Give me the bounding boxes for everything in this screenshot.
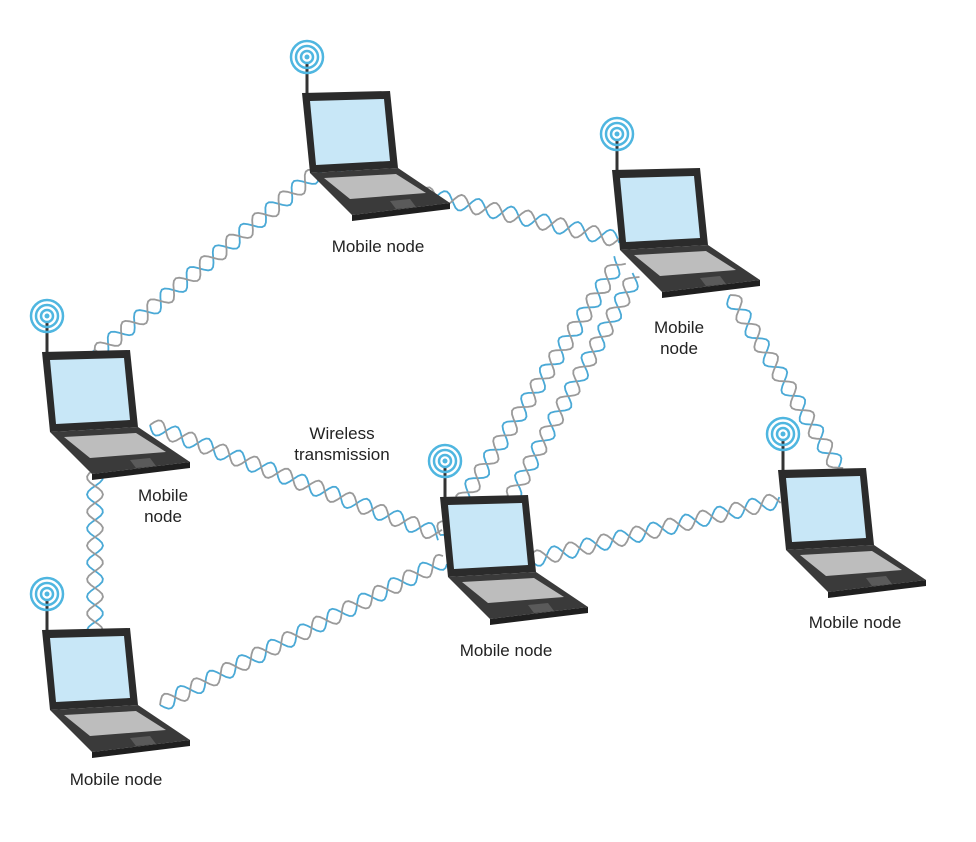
wireless-link-7-strand-gray <box>529 493 782 563</box>
node-label-left: Mobile node <box>123 485 203 527</box>
wireless-link-3-strand-gray <box>149 419 443 540</box>
links-layer <box>86 163 844 710</box>
laptop-keyboard <box>64 433 166 458</box>
wireless-link-7-strand-blue <box>529 496 781 567</box>
laptop-left <box>29 298 190 480</box>
laptop-touchpad <box>390 199 416 209</box>
wifi-signal-icon <box>427 443 463 499</box>
laptop-bottom-left <box>29 576 190 758</box>
wireless-link-4 <box>436 255 626 536</box>
wireless-link-8-strand-gray <box>729 294 844 469</box>
wifi-signal-icon <box>29 298 65 354</box>
wireless-link-1 <box>93 167 323 358</box>
laptop-screen <box>50 636 130 702</box>
node-label-right-upper: Mobile node <box>639 317 719 359</box>
wifi-signal-icon <box>289 39 325 95</box>
node-label-right-upper-text: Mobile node <box>653 318 705 358</box>
wireless-link-1-strand-gray <box>93 169 323 356</box>
laptop-keyboard <box>800 551 902 576</box>
wireless-link-5-strand-gray <box>159 553 444 706</box>
wireless-link-3 <box>149 419 443 541</box>
wireless-link-6 <box>505 272 640 501</box>
laptop-touchpad <box>866 576 892 586</box>
wireless-link-5-strand-blue <box>159 561 448 710</box>
laptop-keyboard <box>462 578 564 603</box>
wireless-link-5 <box>159 553 448 710</box>
node-label-top: Mobile node <box>331 237 425 256</box>
wireless-link-6-strand-gray <box>505 276 640 501</box>
laptop-screen <box>786 476 866 542</box>
laptop-touchpad <box>528 603 554 613</box>
node-label-right-lower: Mobile node <box>808 613 902 632</box>
node-label-center: Mobile node <box>459 641 553 660</box>
laptop-screen <box>448 503 528 569</box>
wifi-signal-icon <box>765 416 801 472</box>
wireless-link-6-strand-blue <box>509 272 639 501</box>
wifi-signal-icon <box>599 116 635 172</box>
laptop-right-upper <box>599 116 760 298</box>
wireless-link-4-strand-gray <box>436 262 626 536</box>
wifi-signal-icon <box>29 576 65 632</box>
laptop-keyboard <box>634 251 736 276</box>
wireless-link-3-strand-blue <box>149 424 439 541</box>
laptop-top <box>289 39 450 221</box>
laptop-screen <box>310 99 390 165</box>
laptop-touchpad <box>700 276 726 286</box>
node-label-bottom-left: Mobile node <box>69 770 163 789</box>
wireless-link-8 <box>726 294 844 473</box>
wireless-transmission-text: Wireless transmission <box>294 424 390 464</box>
wireless-transmission-label: Wireless transmission <box>282 423 402 465</box>
wireless-link-7 <box>529 493 782 567</box>
node-label-left-text: Mobile node <box>137 486 189 526</box>
wireless-link-1-strand-blue <box>94 167 320 358</box>
wireless-link-4-strand-blue <box>439 255 621 536</box>
laptop-screen <box>620 176 700 242</box>
laptop-touchpad <box>130 458 156 468</box>
laptop-touchpad <box>130 736 156 746</box>
laptop-screen <box>50 358 130 424</box>
laptop-keyboard <box>324 174 426 199</box>
laptop-keyboard <box>64 711 166 736</box>
laptop-right-lower <box>765 416 926 598</box>
laptop-center <box>427 443 588 625</box>
nodes-layer <box>29 39 926 758</box>
